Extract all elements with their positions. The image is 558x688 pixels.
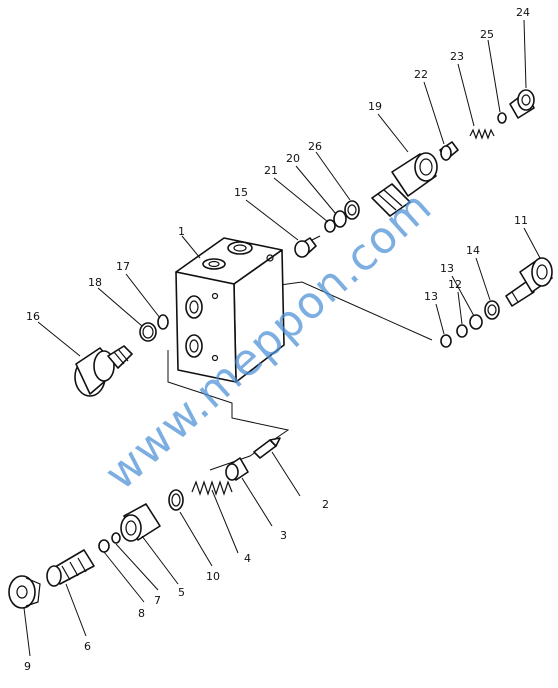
part-label-7: 7 [154,594,161,607]
o-rings-17-18 [139,314,169,342]
part-label-9: 9 [24,660,31,673]
part-label-15: 15 [234,186,248,199]
part-label-18: 18 [88,276,102,289]
part-number-labels: 1 2 3 4 5 6 7 8 9 10 11 12 13 13 14 15 1… [24,6,530,673]
part-label-4: 4 [244,552,251,565]
part-label-1: 1 [178,225,185,238]
plug-assembly-16 [74,345,133,397]
part-label-10: 10 [206,570,220,583]
part-label-11: 11 [514,214,528,227]
spool-22 [439,141,459,161]
part-label-17: 17 [116,260,130,273]
cap-24 [509,89,535,119]
part-label-20: 20 [286,152,300,165]
part-label-25: 25 [480,28,494,41]
ring-25 [497,112,507,124]
part-label-24: 24 [516,6,530,19]
lock-nut-9 [8,575,41,609]
part-label-21: 21 [264,164,278,177]
sleeve-3 [225,457,249,481]
rings-12-13-14 [440,300,500,348]
leader-lines [23,19,541,657]
spring-4 [191,480,233,496]
part-label-26: 26 [308,140,322,153]
part-label-13a: 13 [424,290,438,303]
spring-23 [469,128,495,140]
part-label-2: 2 [322,498,329,511]
part-label-22: 22 [414,68,428,81]
needle-2 [253,437,281,459]
part-label-8: 8 [138,607,145,620]
part-label-14: 14 [466,244,480,257]
valve-block [175,237,285,383]
cartridge-19 [371,152,438,217]
part-label-19: 19 [368,100,382,113]
part-label-13b: 13 [440,262,454,275]
piston-15 [294,235,321,258]
part-label-12: 12 [448,278,462,291]
rings-20-21-26 [324,200,360,233]
adjusting-screw-6 [46,549,95,587]
part-label-5: 5 [178,586,185,599]
body-5 [120,503,161,542]
part-label-6: 6 [84,640,91,653]
part-label-3: 3 [280,529,287,542]
o-ring-10 [168,489,184,511]
part-label-23: 23 [450,50,464,63]
relief-plug-11 [505,257,553,307]
rings-7-8 [98,532,121,553]
part-label-16: 16 [26,310,40,323]
